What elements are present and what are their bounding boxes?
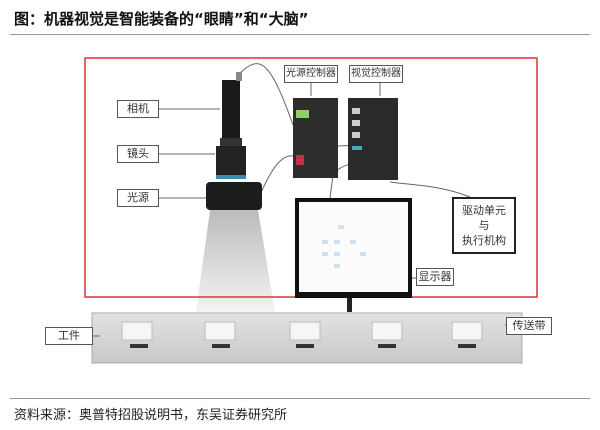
label-actuator-line1: 驱动单元: [462, 204, 506, 217]
label-conveyor: 传送带: [506, 317, 552, 335]
light-controller-device: [293, 98, 338, 178]
camera: [222, 72, 242, 138]
label-vision-controller: 视觉控制器: [349, 65, 403, 83]
label-light: 光源: [117, 189, 159, 207]
lens: [216, 138, 246, 179]
label-light-controller: 光源控制器: [284, 65, 338, 83]
label-camera: 相机: [117, 100, 159, 118]
label-workpiece: 工件: [45, 327, 93, 345]
workpieces: [121, 321, 483, 348]
figure-title: 图：机器视觉是智能装备的“眼睛”和“大脑”: [14, 10, 309, 28]
label-actuator-line2: 与: [478, 219, 490, 232]
bottom-divider: [10, 398, 590, 399]
source-note: 资料来源：奥普特招股说明书，东吴证券研究所: [14, 408, 288, 423]
top-divider: [10, 34, 590, 35]
light-beam: [196, 210, 275, 312]
label-lens: 镜头: [117, 145, 159, 163]
vision-controller-device: [348, 98, 398, 180]
label-actuator-line3: 执行机构: [462, 234, 506, 247]
label-monitor: 显示器: [416, 268, 454, 286]
ring-light: [206, 182, 262, 210]
monitor-device: [295, 198, 412, 312]
label-actuator: 驱动单元 与 执行机构: [452, 197, 516, 254]
